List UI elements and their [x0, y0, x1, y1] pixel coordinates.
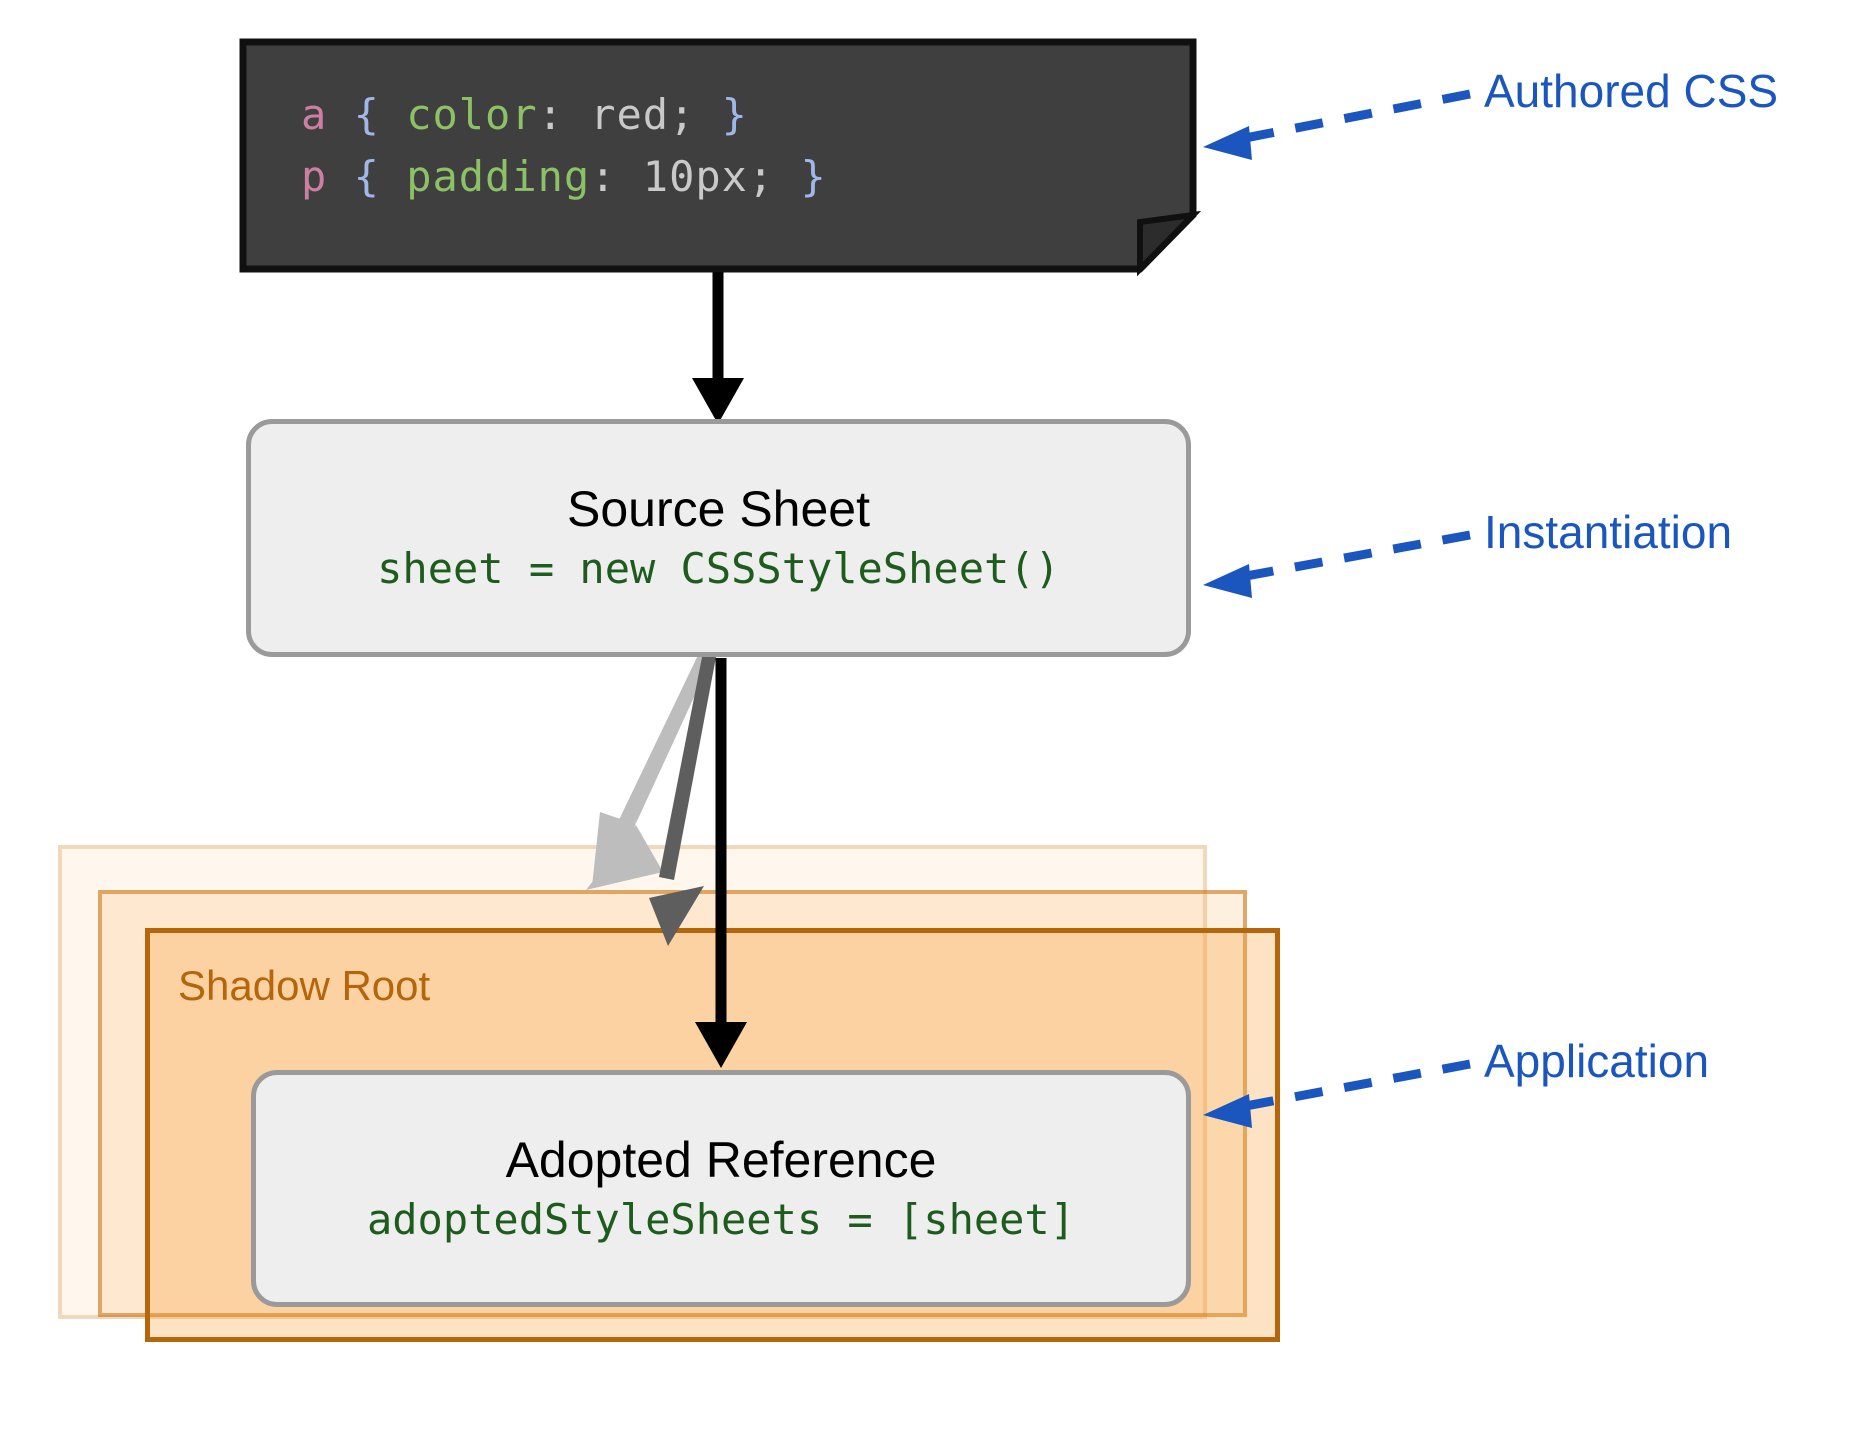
css-selector-2: p	[301, 152, 328, 201]
css-property-1: color	[406, 90, 538, 139]
css-colon-1: :	[537, 90, 564, 139]
css-open-brace-2: {	[353, 152, 380, 201]
authored-css-note: a { color: red; } p { padding: 10px; }	[243, 42, 1193, 269]
css-value-2: 10px;	[642, 152, 775, 201]
source-sheet-code: sheet = new CSSStyleSheet()	[377, 544, 1060, 594]
adopted-reference-node: Adopted Reference adoptedStyleSheets = […	[251, 1070, 1191, 1307]
annotation-leader-authored-css	[1203, 89, 1471, 160]
css-close-brace-1: }	[721, 90, 748, 139]
adopted-reference-title: Adopted Reference	[505, 1131, 937, 1188]
css-selector-1: a	[301, 90, 328, 139]
css-colon-2: :	[590, 152, 617, 201]
adopted-reference-code: adoptedStyleSheets = [sheet]	[366, 1194, 1075, 1244]
source-sheet-node: Source Sheet sheet = new CSSStyleSheet()	[246, 419, 1191, 657]
arrow-authored-to-source	[692, 272, 744, 424]
css-open-brace-1: {	[353, 90, 380, 139]
annotation-label-application: Application	[1484, 1035, 1710, 1087]
authored-css-code: a { color: red; } p { padding: 10px; }	[301, 84, 827, 208]
css-property-2: padding	[406, 152, 591, 201]
annotation-label-instantiation: Instantiation	[1484, 506, 1733, 558]
source-sheet-title: Source Sheet	[567, 481, 870, 538]
annotation-leader-instantiation	[1203, 530, 1471, 598]
css-close-brace-2: }	[800, 152, 827, 201]
css-value-1: red;	[590, 90, 696, 139]
shadow-root-label: Shadow Root	[178, 962, 431, 1009]
annotation-label-authored-css: Authored CSS	[1484, 65, 1779, 117]
